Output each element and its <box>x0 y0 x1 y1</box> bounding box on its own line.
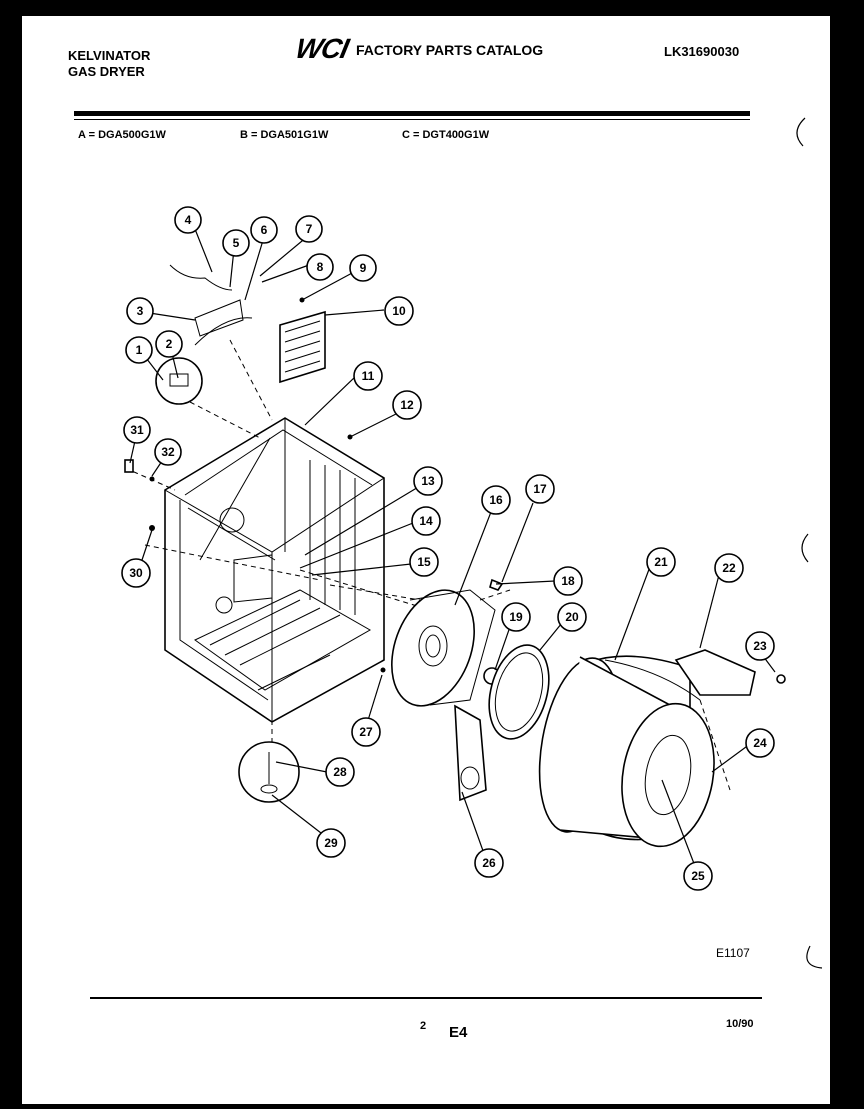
callout-32: 32 <box>154 438 182 466</box>
brand-name: KELVINATOR <box>68 48 151 63</box>
svg-text:19: 19 <box>509 610 523 624</box>
callout-19: 19 <box>501 602 531 632</box>
svg-text:22: 22 <box>722 561 736 575</box>
svg-text:24: 24 <box>753 736 767 750</box>
svg-text:30: 30 <box>129 566 143 580</box>
model-a: A = DGA500G1W <box>78 129 166 141</box>
svg-text:28: 28 <box>333 765 347 779</box>
svg-text:32: 32 <box>161 445 175 459</box>
callout-30: 30 <box>121 558 151 588</box>
callout-17: 17 <box>525 474 555 504</box>
callout-20: 20 <box>557 602 587 632</box>
callout-7: 7 <box>295 215 323 243</box>
callout-22: 22 <box>714 553 744 583</box>
section-code: E4 <box>449 1024 468 1041</box>
svg-text:26: 26 <box>482 856 496 870</box>
callout-10: 10 <box>384 296 414 326</box>
footer-rule <box>90 997 762 999</box>
callout-1: 1 <box>125 336 153 364</box>
svg-text:17: 17 <box>533 482 547 496</box>
brand-block: KELVINATOR GAS DRYER <box>68 48 150 80</box>
svg-text:31: 31 <box>130 423 144 437</box>
callout-11: 11 <box>353 361 383 391</box>
callout-5: 5 <box>222 229 250 257</box>
svg-text:2: 2 <box>166 337 173 351</box>
callout-18: 18 <box>553 566 583 596</box>
callout-14: 14 <box>411 506 441 536</box>
svg-text:20: 20 <box>565 610 579 624</box>
svg-text:16: 16 <box>489 493 503 507</box>
catalog-title: FACTORY PARTS CATALOG <box>356 42 544 58</box>
product-type: GAS DRYER <box>68 64 145 79</box>
svg-text:8: 8 <box>317 260 324 274</box>
print-date: 10/90 <box>726 1018 754 1030</box>
callout-3: 3 <box>126 297 154 325</box>
svg-text:4: 4 <box>185 213 192 227</box>
svg-text:9: 9 <box>360 261 367 275</box>
callout-31: 31 <box>123 416 151 444</box>
catalog-code: LK31690030 <box>664 44 740 59</box>
svg-text:7: 7 <box>306 222 313 236</box>
model-c: C = DGT400G1W <box>402 129 490 141</box>
model-b: B = DGA501G1W <box>240 129 329 141</box>
svg-text:6: 6 <box>261 223 268 237</box>
callout-4: 4 <box>174 206 202 234</box>
svg-text:1: 1 <box>136 343 143 357</box>
header-rule <box>74 111 750 116</box>
callout-8: 8 <box>306 253 334 281</box>
callout-16: 16 <box>481 485 511 515</box>
dryer-drum <box>538 655 715 848</box>
callout-26: 26 <box>474 848 504 878</box>
svg-text:25: 25 <box>691 869 705 883</box>
svg-text:27: 27 <box>359 725 373 739</box>
figure-code: E1107 <box>716 946 750 960</box>
callout-21: 21 <box>646 547 676 577</box>
callout-2: 2 <box>155 330 183 358</box>
page-number: 2 <box>420 1020 427 1032</box>
svg-text:23: 23 <box>753 639 767 653</box>
svg-text:12: 12 <box>400 398 414 412</box>
svg-text:14: 14 <box>419 514 433 528</box>
callout-23: 23 <box>745 631 775 661</box>
header-rule-thin <box>74 119 750 120</box>
svg-text:15: 15 <box>417 555 431 569</box>
callout-25: 25 <box>683 861 713 891</box>
svg-text:10: 10 <box>392 304 406 318</box>
svg-text:21: 21 <box>654 555 668 569</box>
callout-15: 15 <box>409 547 439 577</box>
svg-text:5: 5 <box>233 236 240 250</box>
callout-29: 29 <box>316 828 346 858</box>
svg-text:13: 13 <box>421 474 435 488</box>
callout-24: 24 <box>745 728 775 758</box>
front-bulkhead <box>391 589 496 707</box>
upper-parts <box>124 264 353 531</box>
callout-13: 13 <box>413 466 443 496</box>
callout-28: 28 <box>325 757 355 787</box>
callout-9: 9 <box>349 254 377 282</box>
svg-text:3: 3 <box>137 304 144 318</box>
callout-27: 27 <box>351 717 381 747</box>
dryer-cabinet <box>164 417 385 723</box>
svg-text:11: 11 <box>362 369 375 383</box>
callout-12: 12 <box>392 390 422 420</box>
svg-text:29: 29 <box>324 836 338 850</box>
svg-text:18: 18 <box>561 574 575 588</box>
callout-6: 6 <box>250 216 278 244</box>
